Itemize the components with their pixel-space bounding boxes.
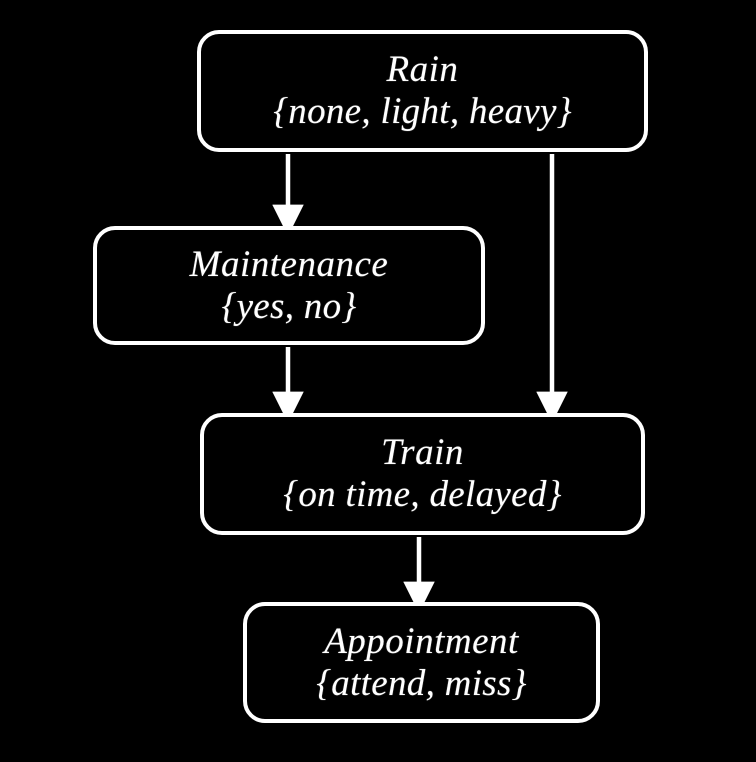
node-appointment-title: Appointment: [324, 620, 519, 662]
node-appointment-domain: {attend, miss}: [316, 662, 527, 704]
node-maintenance-domain: {yes, no}: [221, 285, 357, 327]
node-appointment[interactable]: Appointment {attend, miss}: [243, 602, 600, 723]
node-train-title: Train: [381, 432, 464, 474]
node-rain[interactable]: Rain {none, light, heavy}: [197, 30, 648, 152]
node-train-domain: {on time, delayed}: [283, 474, 562, 515]
node-train[interactable]: Train {on time, delayed}: [200, 413, 645, 535]
node-maintenance-title: Maintenance: [189, 243, 389, 285]
node-rain-title: Rain: [386, 49, 459, 91]
node-rain-domain: {none, light, heavy}: [273, 91, 572, 132]
node-maintenance[interactable]: Maintenance {yes, no}: [93, 226, 485, 345]
